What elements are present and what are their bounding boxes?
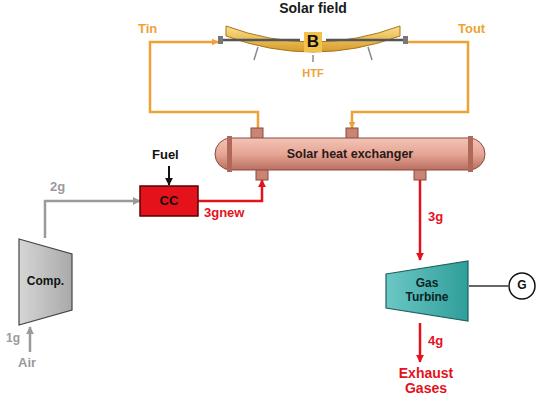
stream-label: Tin xyxy=(138,22,157,36)
shaft-line xyxy=(469,285,508,287)
stream-label: Tout xyxy=(458,22,485,36)
stream-label: 2g xyxy=(50,180,65,194)
air-inlet-arrow xyxy=(29,327,32,352)
fuel-label: Fuel xyxy=(152,148,179,162)
exhaust-arrow xyxy=(419,323,422,362)
gas-turbine-shape: Gas Turbine xyxy=(385,260,469,322)
htf-outlet-pipe xyxy=(352,42,468,128)
compressor-name: Comp. xyxy=(27,275,64,289)
chamber-name: CC xyxy=(160,194,179,209)
turbine-name: Gas Turbine xyxy=(396,277,458,305)
solar-field-collector: Solar fieldB HTF xyxy=(218,0,408,82)
stream-label: 3g xyxy=(428,210,443,224)
collector-letter: B xyxy=(304,32,322,52)
htf-inlet-pipe xyxy=(150,42,258,128)
generator-letter: G xyxy=(517,279,526,293)
fluid-label: HTF xyxy=(302,67,323,80)
vessel-name: Solar heat exchanger xyxy=(287,147,413,161)
state-number: 1g xyxy=(6,332,20,345)
generator-circle: G xyxy=(508,272,536,300)
compressor-shape: Comp. xyxy=(18,238,73,326)
stream-label: 3gnew xyxy=(204,206,244,220)
combustion-chamber-box: CC xyxy=(140,186,198,216)
inlet-label: Air xyxy=(18,356,36,370)
compressed-air-line xyxy=(45,201,140,238)
state-number: 4g xyxy=(428,334,443,348)
heated-gas-line xyxy=(419,180,422,260)
outlet-label: Exhaust Gases xyxy=(386,366,466,397)
fuel-arrow xyxy=(168,166,170,185)
hot-gas-line xyxy=(198,180,262,201)
heat-exchanger-vessel: Solar heat exchanger xyxy=(205,128,495,180)
collector-title: Solar field xyxy=(279,0,347,16)
